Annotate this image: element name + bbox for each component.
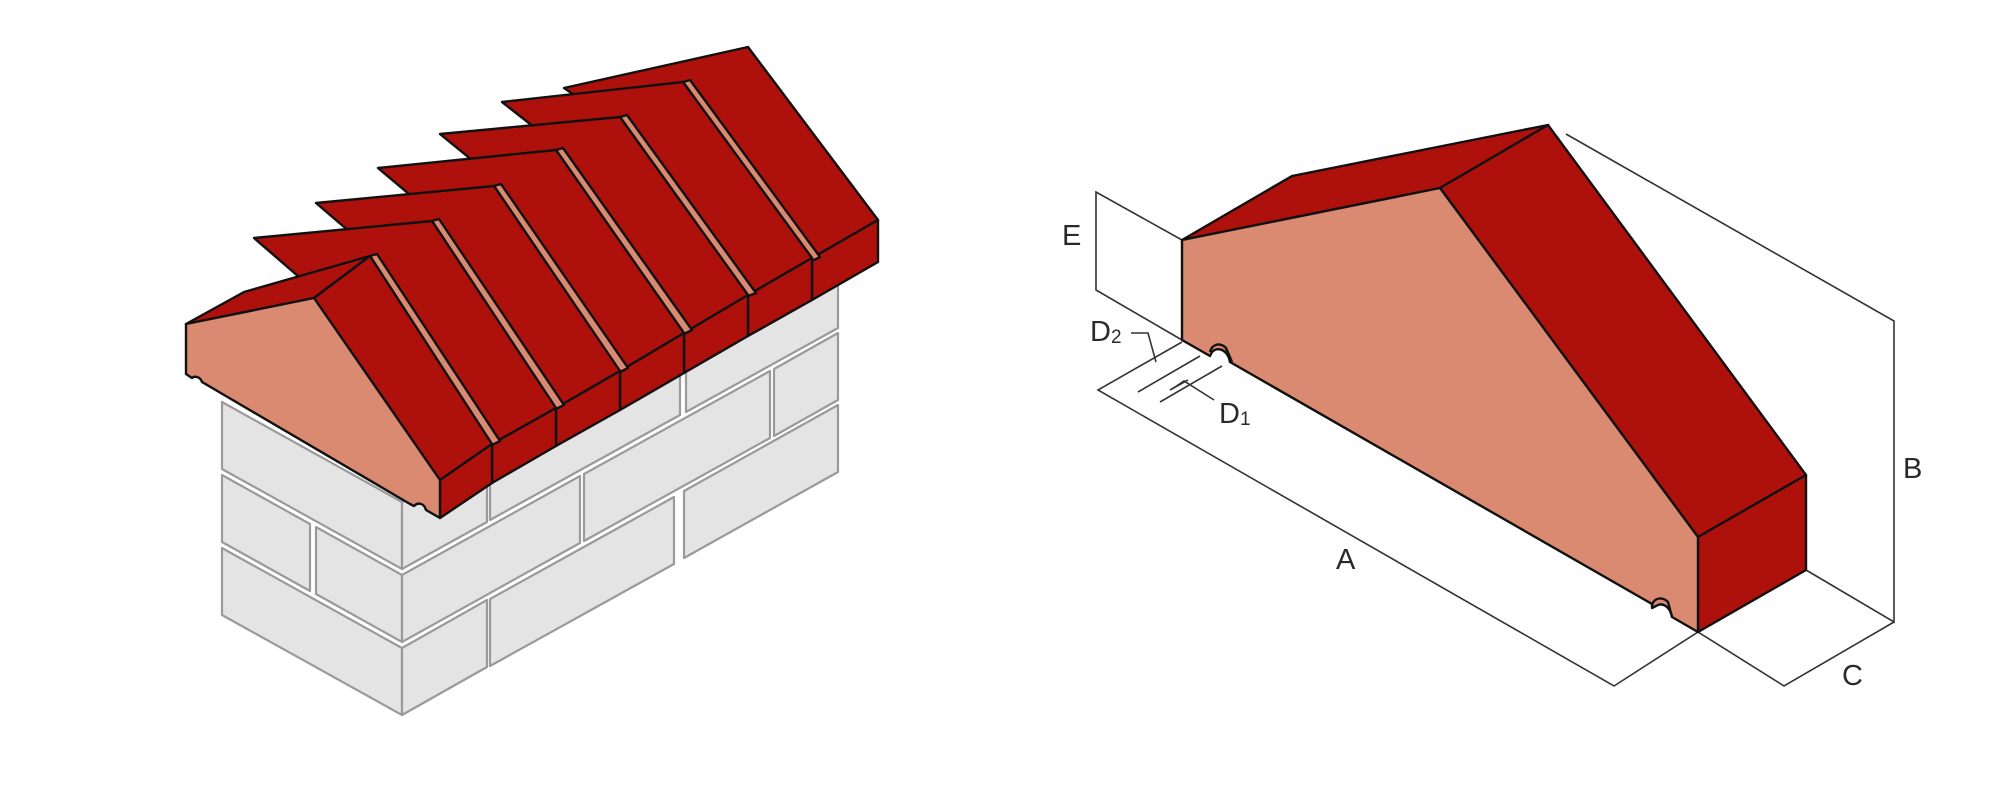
wall-brick [682, 403, 840, 560]
label-c: C [1842, 662, 1863, 691]
dimension-d1-line-a [1159, 365, 1223, 403]
label-e-text: E [1062, 220, 1082, 252]
coping-unit-dimensioned [1180, 123, 1808, 634]
drip-groove-back [1650, 597, 1674, 618]
wall-brick [400, 474, 582, 644]
label-c-text: C [1842, 660, 1863, 692]
label-d2-main: D [1090, 316, 1111, 348]
dimension-b [1565, 133, 1895, 624]
label-d1: D1 [1219, 398, 1251, 430]
coping-gable-face [184, 296, 442, 520]
label-a-text: A [1336, 544, 1356, 576]
wall-brick [488, 495, 676, 668]
dimension-d2-leader [1131, 332, 1157, 363]
dimension-c [1697, 621, 1895, 687]
dimension-d2-line [1137, 355, 1201, 393]
wall-brick [220, 473, 312, 593]
label-b-text: B [1903, 453, 1923, 485]
label-a: A [1336, 546, 1355, 575]
dimension-d1-leader [1171, 380, 1215, 401]
label-b: B [1903, 455, 1922, 484]
label-e: E [1062, 222, 1081, 251]
wall-brick [772, 331, 840, 438]
label-d1-sub: 1 [1239, 409, 1251, 430]
wall-brick [400, 598, 489, 717]
dimension-lines [1095, 133, 1895, 687]
label-d2-sub: 2 [1110, 327, 1122, 348]
coping-unit-1 [184, 254, 494, 520]
dimension-e [1095, 190, 1183, 341]
coping-cap-installed [184, 45, 880, 520]
wall-brick [582, 369, 772, 543]
dimension-a [1096, 341, 1699, 687]
drip-groove-front [1208, 343, 1234, 363]
label-d2: D2 [1090, 316, 1122, 348]
label-d1-main: D [1219, 398, 1240, 430]
